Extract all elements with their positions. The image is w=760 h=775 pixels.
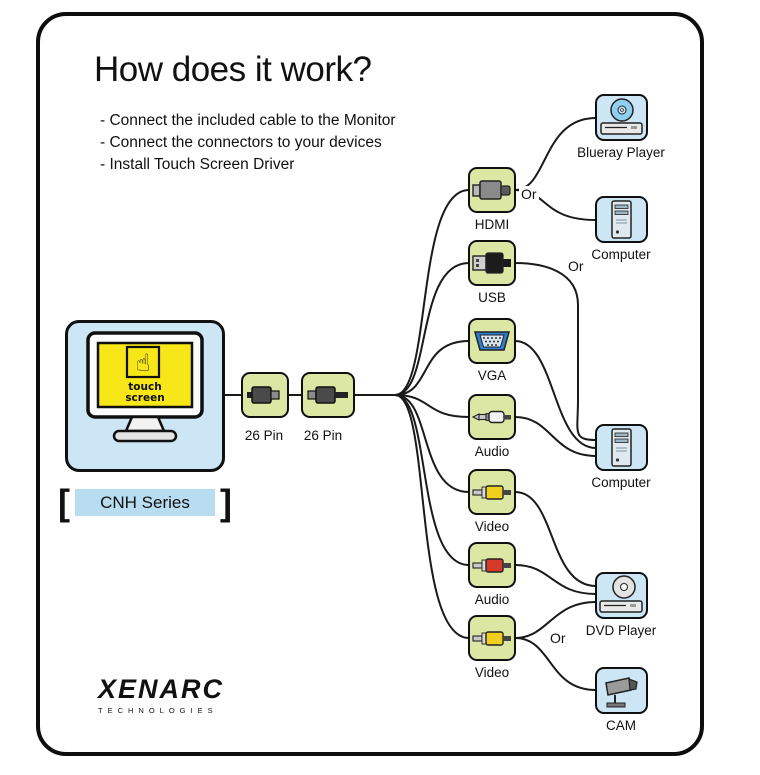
screen-text-screen: screen [125,392,164,404]
cable-label: 26 Pin [244,428,284,443]
dsub-plug-icon [247,386,280,404]
video2-rca-connector [468,615,516,661]
dvd-player-icon [599,575,643,613]
usb-plug-icon [472,252,511,274]
rca-red-plug-icon [472,558,511,573]
computer-tower-icon [611,200,632,239]
device-label: Computer [591,475,651,490]
rca-yellow-plug-icon [472,631,511,646]
connector-label: VGA [477,368,507,383]
brand-name: XENARC [98,674,225,704]
instruction-line: - Connect the connectors to your devices [100,134,382,151]
cam-device [595,667,648,714]
monitor-illustration-icon: ☝ touch screen [86,331,204,443]
connector-label: Audio [474,592,510,607]
or-label: Or [548,630,568,646]
audio-jack-connector [468,394,516,440]
rca-yellow-plug-icon [472,485,511,500]
audio-minijack-icon [471,410,511,424]
instruction-line: - Install Touch Screen Driver [100,156,295,173]
device-label: Blueray Player [577,145,665,160]
instruction-list: - Connect the included cable to the Moni… [100,110,396,176]
series-label: CNH Series [75,489,215,516]
vga-connector [468,318,516,364]
blueray-player-icon [600,98,643,135]
cable-connector-26pin-left [241,372,289,418]
dvd-player-device [595,572,648,619]
connector-label: Video [474,665,510,680]
dsub-plug-cable-icon [307,386,348,404]
screen-text-touch: touch [128,381,161,393]
hdmi-connector [468,167,516,213]
video-rca-connector [468,469,516,515]
vga-plug-icon [474,331,510,351]
connector-label: Audio [474,444,510,459]
security-camera-icon [605,677,638,708]
audio-rca-connector [468,542,516,588]
connector-label: USB [478,290,506,305]
touch-hand-icon: ☝ [136,349,151,377]
series-label-group: [ CNH Series ] [58,481,232,523]
device-label: CAM [606,718,636,733]
blueray-player-device [595,94,648,141]
brand-logo: XENARC TECHNOLOGIES [98,674,224,715]
hdmi-plug-icon [472,180,511,200]
brand-tagline: TECHNOLOGIES [98,706,218,715]
device-label: DVD Player [585,623,657,638]
bracket-right: ] [220,481,232,523]
cable-label: 26 Pin [303,428,343,443]
computer-device-bottom [595,424,648,471]
cable-connector-26pin-right [301,372,355,418]
computer-device-top [595,196,648,243]
connector-label: HDMI [474,217,510,232]
touchscreen-monitor-panel: ☝ touch screen [65,320,225,472]
device-label: Computer [591,247,651,262]
computer-tower-icon [611,428,632,467]
connector-label: Video [474,519,510,534]
or-label: Or [519,186,539,202]
usb-connector [468,240,516,286]
instruction-line: - Connect the included cable to the Moni… [100,112,396,129]
page-title: How does it work? [94,50,372,89]
bracket-left: [ [58,481,70,523]
